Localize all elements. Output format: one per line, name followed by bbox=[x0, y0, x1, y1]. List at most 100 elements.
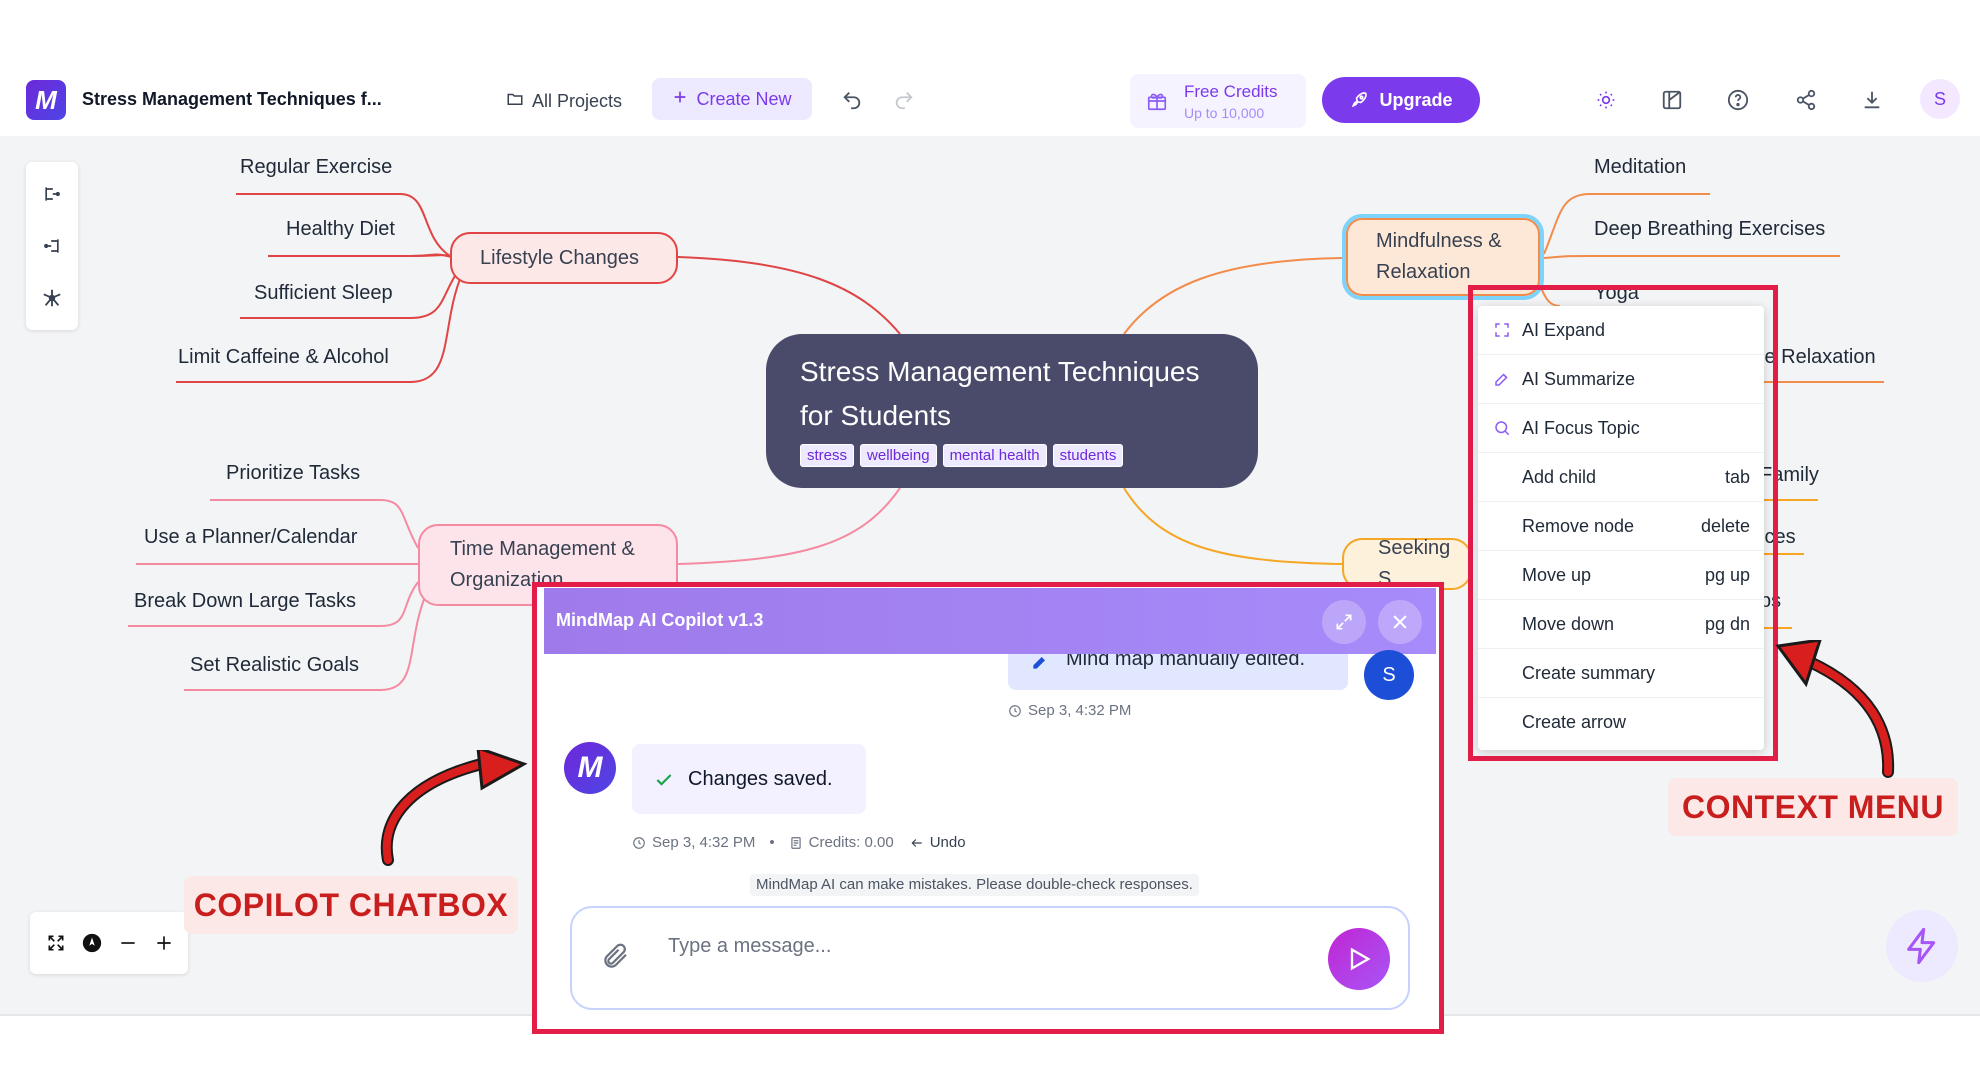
node-deep-breathing[interactable]: Deep Breathing Exercises bbox=[1594, 218, 1826, 240]
node-break-down-tasks[interactable]: Break Down Large Tasks bbox=[134, 590, 356, 612]
minus-icon bbox=[121, 942, 135, 944]
node-meditation[interactable]: Meditation bbox=[1594, 156, 1687, 178]
layout-radial-button[interactable] bbox=[40, 286, 64, 310]
context-menu: AI Expand AI Summarize AI Focus Topic Ad… bbox=[1478, 306, 1764, 750]
menu-item-label: Move down bbox=[1522, 613, 1615, 634]
credits-title: Free Credits bbox=[1184, 82, 1278, 101]
all-projects-button[interactable]: All Projects bbox=[506, 84, 622, 118]
folder-icon bbox=[506, 90, 524, 113]
maximize-icon bbox=[1336, 614, 1352, 630]
tree-left-icon bbox=[44, 239, 59, 253]
node-muscle-relaxation[interactable]: le Relaxation bbox=[1760, 346, 1876, 368]
expand-icon bbox=[48, 935, 64, 951]
root-node-title: Stress Management Techniques for Student… bbox=[800, 356, 1200, 431]
user-avatar[interactable]: S bbox=[1920, 79, 1960, 119]
link-healthy-diet-line bbox=[268, 253, 453, 258]
branch-lifestyle-changes[interactable]: Lifestyle Changes bbox=[450, 232, 678, 284]
create-new-button[interactable]: Create New bbox=[652, 78, 812, 120]
node-use-planner[interactable]: Use a Planner/Calendar bbox=[144, 526, 358, 548]
tag-stress[interactable]: stress bbox=[800, 444, 855, 467]
tag-students[interactable]: students bbox=[1052, 444, 1124, 467]
ai-message-credits: Credits: 0.00 bbox=[808, 834, 894, 851]
tag-wellbeing[interactable]: wellbeing bbox=[860, 444, 937, 467]
upgrade-button[interactable]: Upgrade bbox=[1322, 77, 1480, 123]
theme-toggle-button[interactable] bbox=[1590, 84, 1622, 116]
branch-label: Mindfulness & Relaxation bbox=[1376, 230, 1502, 283]
menu-item-create-summary[interactable]: Create summary bbox=[1478, 649, 1764, 698]
logo-icon: M bbox=[35, 84, 57, 115]
menu-item-label: Remove node bbox=[1522, 515, 1635, 536]
copilot-close-button[interactable] bbox=[1378, 600, 1422, 644]
gift-icon bbox=[1147, 93, 1167, 111]
copilot-expand-button[interactable] bbox=[1322, 600, 1366, 644]
clock-icon bbox=[633, 836, 645, 849]
help-button[interactable] bbox=[1722, 84, 1754, 116]
node-sufficient-sleep[interactable]: Sufficient Sleep bbox=[254, 282, 393, 304]
root-node[interactable]: Stress Management Techniques for Student… bbox=[766, 334, 1258, 488]
app-logo[interactable]: M bbox=[26, 80, 66, 120]
redo-button[interactable] bbox=[888, 84, 920, 116]
link-realistic bbox=[184, 593, 427, 691]
menu-item-move-down[interactable]: Move down pg dn bbox=[1478, 600, 1764, 649]
search-icon bbox=[1492, 418, 1512, 438]
credits-subtitle: Up to 10,000 bbox=[1184, 105, 1265, 121]
menu-item-move-up[interactable]: Move up pg up bbox=[1478, 551, 1764, 600]
menu-item-label: AI Summarize bbox=[1522, 368, 1636, 389]
branch-label: Lifestyle Changes bbox=[480, 246, 639, 269]
menu-item-create-arrow[interactable]: Create arrow bbox=[1478, 698, 1764, 747]
link-root-time bbox=[677, 487, 901, 565]
lightning-icon bbox=[1907, 927, 1936, 965]
node-healthy-diet[interactable]: Healthy Diet bbox=[286, 218, 395, 240]
menu-item-label: Create arrow bbox=[1522, 712, 1627, 732]
document-title[interactable]: Stress Management Techniques f... bbox=[82, 89, 382, 109]
edit-icon bbox=[1492, 369, 1512, 389]
menu-item-remove-node[interactable]: Remove node delete bbox=[1478, 502, 1764, 551]
attach-button[interactable] bbox=[598, 938, 634, 974]
zoom-in-button[interactable] bbox=[152, 931, 176, 955]
layout-right-button[interactable] bbox=[40, 182, 64, 206]
center-button[interactable] bbox=[80, 931, 104, 955]
fit-view-button[interactable] bbox=[44, 931, 68, 955]
check-icon bbox=[656, 774, 672, 786]
tag-mental-health[interactable]: mental health bbox=[942, 444, 1047, 467]
menu-item-ai-focus-topic[interactable]: AI Focus Topic bbox=[1478, 404, 1764, 453]
layout-left-button[interactable] bbox=[40, 234, 64, 258]
menu-item-shortcut: tab bbox=[1724, 466, 1750, 487]
tree-right-icon bbox=[45, 187, 60, 201]
node-prioritize-tasks[interactable]: Prioritize Tasks bbox=[226, 462, 361, 484]
node-set-realistic-goals[interactable]: Set Realistic Goals bbox=[190, 654, 359, 676]
ai-message-bubble: Changes saved. bbox=[632, 744, 866, 814]
free-credits-button[interactable]: Free Credits Up to 10,000 bbox=[1130, 74, 1306, 128]
zoom-out-button[interactable] bbox=[116, 931, 140, 955]
share-button[interactable] bbox=[1790, 84, 1822, 116]
menu-item-shortcut: pg up bbox=[1704, 564, 1750, 585]
mindmap-links bbox=[128, 193, 1884, 691]
layout-button[interactable] bbox=[1656, 84, 1688, 116]
download-icon bbox=[1864, 91, 1880, 109]
arrow-left-icon bbox=[911, 838, 922, 847]
link-root-lifestyle bbox=[677, 256, 901, 335]
link-meditation bbox=[1543, 193, 1710, 255]
link-root-mindfulness bbox=[1123, 257, 1343, 335]
menu-item-add-child[interactable]: Add child tab bbox=[1478, 453, 1764, 502]
menu-item-ai-expand[interactable]: AI Expand bbox=[1478, 306, 1764, 355]
send-button[interactable] bbox=[1328, 928, 1390, 990]
node-regular-exercise[interactable]: Regular Exercise bbox=[240, 156, 393, 178]
node-limit-caffeine[interactable]: Limit Caffeine & Alcohol bbox=[178, 346, 389, 368]
menu-item-ai-summarize[interactable]: AI Summarize bbox=[1478, 355, 1764, 404]
undo-link[interactable]: Undo bbox=[910, 834, 966, 851]
redo-icon bbox=[895, 92, 913, 110]
upgrade-label: Upgrade bbox=[1379, 89, 1453, 110]
copilot-header: MindMap AI Copilot v1.3 bbox=[544, 588, 1436, 654]
ai-actions-fab[interactable] bbox=[1886, 910, 1958, 982]
chat-message-input[interactable] bbox=[668, 928, 1228, 964]
undo-label: Undo bbox=[929, 834, 966, 851]
ai-message-time: Sep 3, 4:32 PM bbox=[652, 834, 756, 851]
user-message-time: Sep 3, 4:32 PM bbox=[1028, 702, 1132, 719]
download-button[interactable] bbox=[1856, 84, 1888, 116]
ai-disclaimer: MindMap AI can make mistakes. Please dou… bbox=[750, 874, 1199, 896]
help-icon bbox=[1727, 89, 1749, 111]
undo-button[interactable] bbox=[836, 84, 868, 116]
menu-item-label: Create summary bbox=[1522, 662, 1656, 683]
